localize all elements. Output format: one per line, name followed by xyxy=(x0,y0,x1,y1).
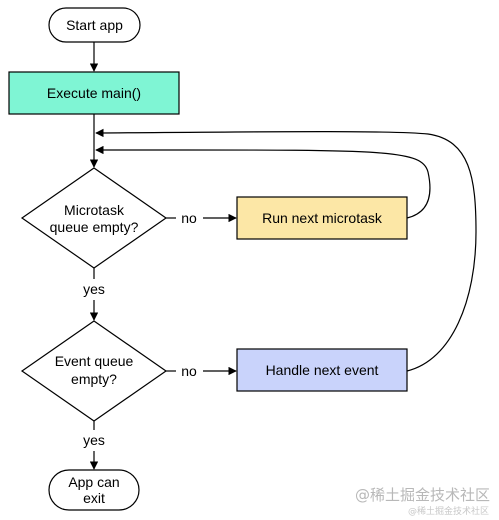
handle-event-box xyxy=(236,348,408,392)
handle-event-label: Handle next event xyxy=(266,362,379,378)
exit-node: App can exit xyxy=(48,469,140,511)
run-microtask-node: Run next microtask xyxy=(236,196,408,240)
execute-main-node: Execute main() xyxy=(8,71,180,115)
event-decision-label-line1: Event queue xyxy=(55,353,134,369)
execute-main-label: Execute main() xyxy=(47,85,141,101)
execute-main-box xyxy=(8,71,180,115)
start-node-label: Start app xyxy=(66,17,123,33)
exit-node-label-line1: App can xyxy=(68,474,119,490)
watermark-main: @稀土掘金技术社区 xyxy=(355,486,490,504)
exit-node-label-line2: exit xyxy=(83,490,105,506)
edge-event-loop-back xyxy=(95,128,477,372)
run-microtask-box xyxy=(236,196,408,240)
edge-label-event-yes: yes xyxy=(83,432,105,448)
microtask-decision-label-line2: queue empty? xyxy=(50,219,139,235)
edge-label-microtask-yes: yes xyxy=(83,281,105,297)
watermark-small: @稀土掘金技术社区 xyxy=(408,505,489,517)
handle-event-node: Handle next event xyxy=(236,348,408,392)
start-node: Start app xyxy=(48,7,141,43)
edge-label-microtask-no: no xyxy=(181,210,197,226)
event-decision-label-line2: empty? xyxy=(71,371,117,387)
edge-microtask-loop-back xyxy=(95,145,431,219)
run-microtask-label: Run next microtask xyxy=(262,210,383,226)
microtask-decision-label-line1: Microtask xyxy=(64,202,125,218)
event-decision-node: Event queue empty? xyxy=(20,320,168,422)
edge-label-event-no: no xyxy=(181,363,197,379)
microtask-decision-node: Microtask queue empty? xyxy=(20,167,168,269)
